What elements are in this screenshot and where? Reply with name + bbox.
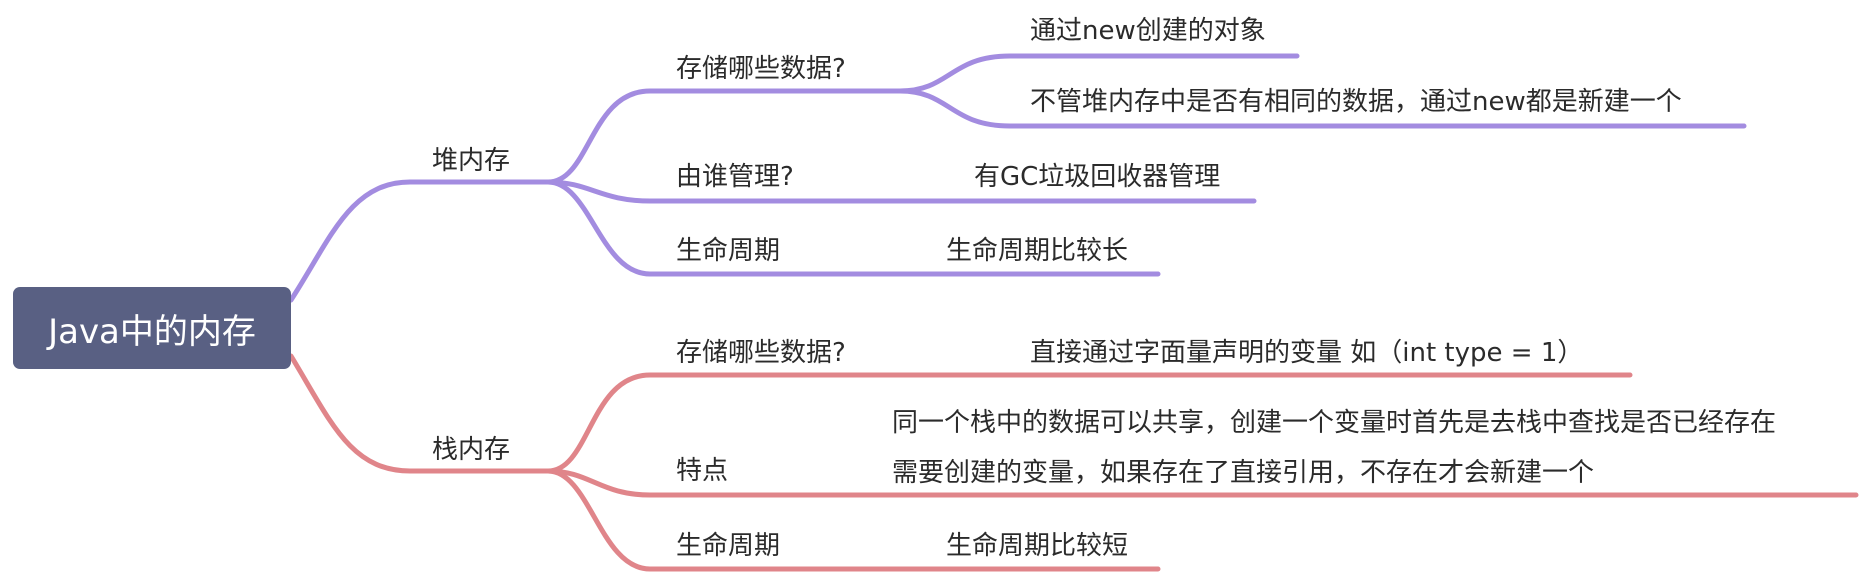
connector-heap-storage bbox=[545, 88, 903, 185]
connector-heap-lifecycle bbox=[545, 179, 1161, 277]
connector-stack-feature bbox=[545, 468, 1859, 498]
stack-feature-leaf-line-1: 同一个栈中的数据可以共享，创建一个变量时首先是去栈中查找是否已经存在 bbox=[892, 408, 1777, 438]
stack-storage-topic[interactable]: 存储哪些数据? bbox=[676, 338, 846, 368]
heap-storage-leaf-1[interactable]: 通过new创建的对象 bbox=[1030, 16, 1266, 46]
connector-storage-leaf1 bbox=[897, 53, 1300, 94]
stack-lifecycle-topic[interactable]: 生命周期 bbox=[676, 531, 781, 561]
connector-heap-manager bbox=[545, 179, 1257, 204]
root-topic-label: Java中的内存 bbox=[48, 311, 256, 352]
heap-storage-topic[interactable]: 存储哪些数据? bbox=[676, 54, 846, 84]
connector-stack-lifecycle bbox=[545, 468, 1161, 572]
heap-manager-topic[interactable]: 由谁管理? bbox=[676, 162, 794, 192]
stack-storage-leaf[interactable]: 直接通过字面量声明的变量 如（int type = 1） bbox=[1030, 338, 1584, 368]
heap-lifecycle-leaf[interactable]: 生命周期比较长 bbox=[946, 236, 1129, 266]
heap-manager-leaf[interactable]: 有GC垃圾回收器管理 bbox=[974, 162, 1221, 192]
root-topic[interactable]: Java中的内存 bbox=[13, 287, 291, 369]
stack-feature-topic[interactable]: 特点 bbox=[676, 456, 729, 486]
connector-root-stack bbox=[288, 353, 551, 474]
heap-lifecycle-topic[interactable]: 生命周期 bbox=[676, 236, 781, 266]
stack-topic[interactable]: 栈内存 bbox=[432, 435, 511, 465]
stack-feature-leaf-line-2: 需要创建的变量，如果存在了直接引用，不存在才会新建一个 bbox=[892, 458, 1595, 488]
connector-storage-leaf2 bbox=[897, 88, 1747, 129]
stack-feature-leaf[interactable]: 同一个栈中的数据可以共享，创建一个变量时首先是去栈中查找是否已经存在 需要创建的… bbox=[892, 398, 1776, 498]
stack-lifecycle-leaf[interactable]: 生命周期比较短 bbox=[946, 531, 1129, 561]
connector-stack-storage bbox=[545, 372, 1633, 474]
heap-topic[interactable]: 堆内存 bbox=[432, 146, 511, 176]
heap-storage-leaf-2[interactable]: 不管堆内存中是否有相同的数据，通过new都是新建一个 bbox=[1030, 87, 1682, 117]
connector-root-heap bbox=[288, 179, 551, 303]
